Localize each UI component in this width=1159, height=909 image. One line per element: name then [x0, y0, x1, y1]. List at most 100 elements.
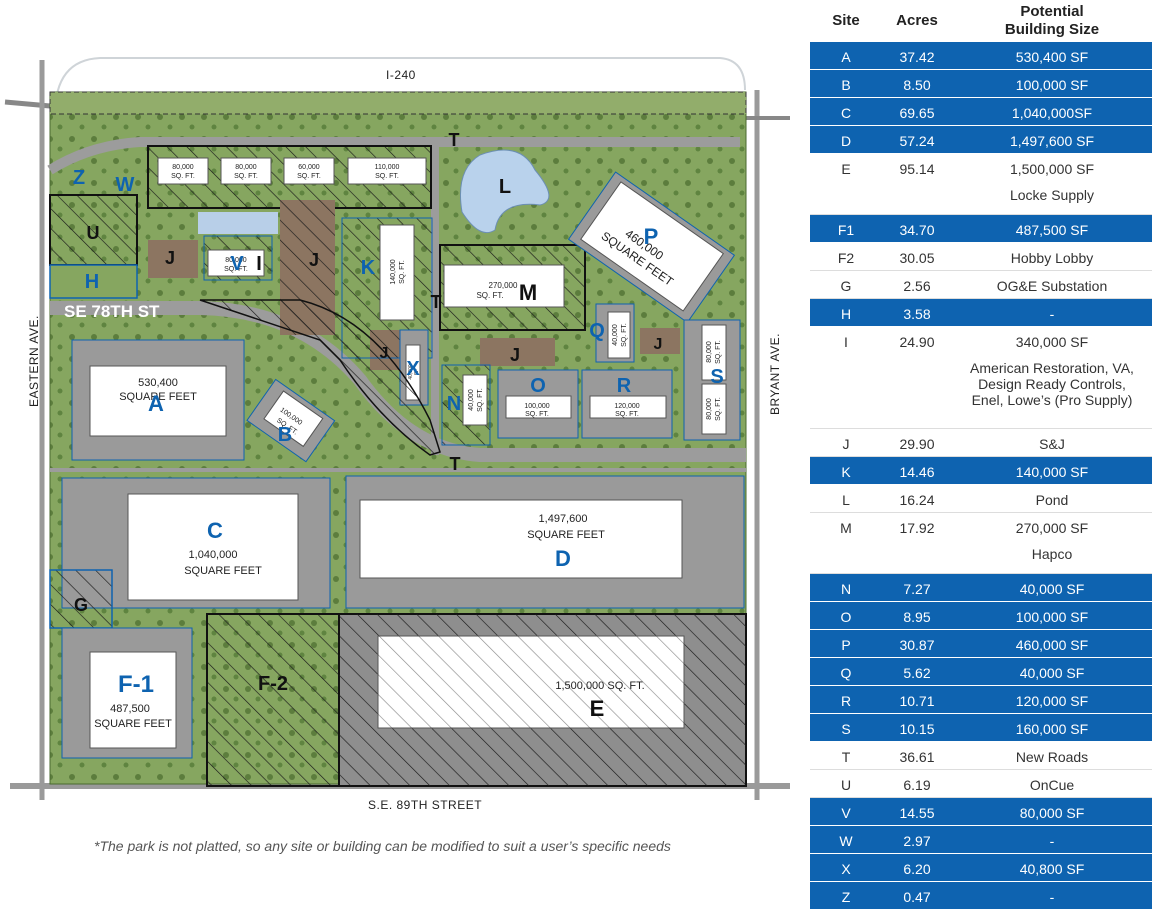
cell-size: 100,000 SF — [952, 77, 1152, 93]
building-r — [589, 395, 667, 419]
site-plan-map: 80,000 SQ. FT. 80,000 SQ. FT. 60,000 SQ.… — [4, 57, 790, 854]
building-k — [379, 224, 415, 321]
cell-site: Z — [841, 889, 851, 905]
cell-size-line: 40,000 SF — [1019, 581, 1085, 597]
cell-site: F1 — [837, 222, 855, 238]
cell-size-line: 40,800 SF — [1019, 861, 1085, 877]
cell-acres: 30.87 — [899, 637, 935, 653]
highway-ramp — [54, 57, 746, 116]
cell-size-line: 100,000 SF — [1015, 77, 1089, 93]
cell-size: 1,497,600 SF — [952, 133, 1152, 149]
site-j-west — [148, 240, 198, 278]
cell-site: W — [839, 833, 853, 849]
building-label-r-line1: 120,000 — [614, 403, 639, 410]
building-label-s2-line1: 80,000 — [706, 398, 713, 420]
cell-size-line: 340,000 SF — [1015, 334, 1089, 350]
cell-size-line: S&J — [1039, 436, 1065, 452]
cell-site: B — [841, 77, 851, 93]
cell-acres: 95.14 — [899, 161, 935, 177]
cell-acres: 14.55 — [899, 805, 935, 821]
cell-size: 40,000 SF — [952, 581, 1152, 597]
cell-size: New Roads — [952, 749, 1152, 765]
building-label-m-line1: 270,000 — [489, 281, 518, 290]
building-top4 — [347, 157, 427, 185]
building-label-c-line2: SQUARE FEET — [184, 565, 262, 577]
cell-size-line: 530,400 SF — [1015, 49, 1089, 65]
detention-pond — [198, 212, 278, 234]
cell-acres: 17.92 — [899, 520, 935, 536]
cell-site: K — [841, 464, 851, 480]
cell-acres: 30.05 — [899, 250, 935, 266]
cell-size-line: Hapco — [1031, 546, 1073, 562]
cell-size: 40,000 SF — [952, 665, 1152, 681]
cell-size-line: 1,497,600 SF — [1009, 133, 1095, 149]
building-top1 — [157, 157, 209, 185]
building-label-top3-line2: SQ. FT. — [297, 173, 321, 180]
building-label-s1-line2: SQ. FT. — [715, 340, 722, 364]
site-plan-svg: 80,000 SQ. FT. 80,000 SQ. FT. 60,000 SQ.… — [4, 57, 790, 800]
building-label-f1-line1: 487,500 — [110, 703, 150, 715]
cell-acres: 7.27 — [903, 581, 931, 597]
cell-acres: 6.20 — [903, 861, 931, 877]
cell-acres: 29.90 — [899, 436, 935, 452]
cell-size: Hobby Lobby — [952, 250, 1152, 266]
cell-site: M — [840, 520, 852, 536]
cell-size: OnCue — [952, 777, 1152, 793]
cell-acres: 36.61 — [899, 749, 935, 765]
cell-size: - — [952, 833, 1152, 849]
site-label-w: W — [116, 174, 135, 196]
cell-size-line: American Restoration, VA, — [970, 360, 1134, 376]
site-label-p: P — [644, 224, 659, 249]
cell-size: 1,040,000SF — [952, 105, 1152, 121]
building-label-v-line2: SQ. FT. — [224, 266, 248, 273]
cell-site: V — [841, 805, 851, 821]
cell-size: 340,000 SF American Restoration, VA,Desig… — [952, 334, 1152, 408]
building-label-x-line1: 40,800 — [408, 364, 414, 380]
road-label-i240: I-240 — [386, 68, 416, 82]
building-n — [462, 374, 488, 426]
building-m — [443, 264, 565, 308]
site-label-d: D — [555, 546, 571, 571]
site-label-z: Z — [73, 167, 85, 189]
cell-acres: 0.47 — [903, 889, 931, 905]
table-row: X 6.20 40,800 SF — [810, 854, 1152, 881]
building-d — [359, 499, 683, 579]
cell-size-line: Design Ready Controls, — [978, 376, 1126, 392]
site-label-f1: F-1 — [118, 671, 154, 698]
site-label-x: X — [406, 358, 420, 380]
building-e-hatch — [378, 636, 684, 728]
building-v — [207, 249, 265, 277]
building-s-south — [701, 383, 727, 435]
cell-site: R — [840, 693, 852, 709]
footnote: *The park is not platted, so any site or… — [94, 838, 671, 854]
cell-size-line: 460,000 SF — [1015, 637, 1089, 653]
building-c — [127, 493, 299, 601]
building-label-top1-line1: 80,000 — [172, 164, 194, 171]
site-label-u: U — [87, 223, 100, 243]
road-label-se-89th: S.E. 89TH STREET — [368, 798, 483, 812]
site-label-e: E — [590, 696, 605, 721]
building-label-a-line2: SQUARE FEET — [119, 391, 197, 403]
site-label-c: C — [207, 518, 223, 543]
cell-acres: 24.90 — [899, 334, 935, 350]
cell-site: U — [840, 777, 852, 793]
building-label-d-line1: 1,497,600 — [539, 513, 588, 525]
building-q — [607, 311, 631, 359]
cell-size: 80,000 SF — [952, 805, 1152, 821]
cell-acres: 69.65 — [899, 105, 935, 121]
cell-acres: 57.24 — [899, 133, 935, 149]
cell-site: X — [841, 861, 851, 877]
cell-acres: 10.71 — [899, 693, 935, 709]
